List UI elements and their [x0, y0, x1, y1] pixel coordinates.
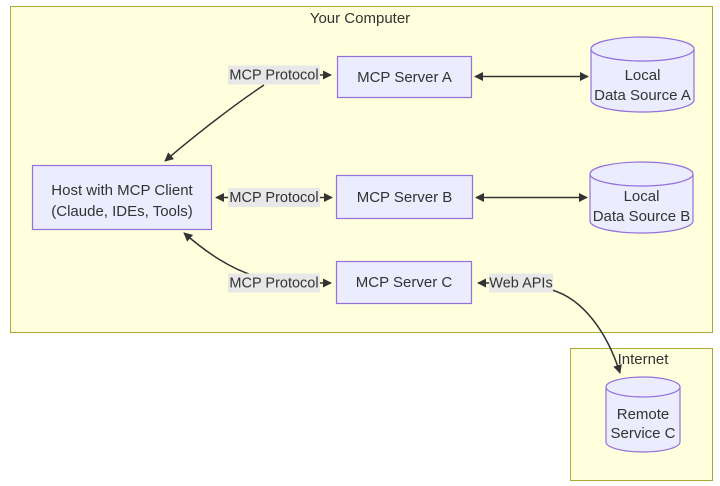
- edge-label-text: Web APIs: [489, 276, 552, 292]
- cylinder-body: [589, 174, 694, 234]
- edge-label-bg: [228, 188, 320, 207]
- edge-label-mcp-protocol-c: MCP Protocol: [228, 273, 320, 293]
- edge-label-text: MCP Protocol: [229, 68, 318, 84]
- cylinder-top: [590, 36, 695, 62]
- node-label-line1: Remote: [617, 406, 670, 423]
- cluster-internet-label: Internet: [618, 351, 670, 368]
- node-label-line1: Local: [625, 67, 661, 84]
- cylinder-top: [589, 161, 694, 187]
- cylinder-top: [605, 376, 681, 398]
- node-label-line1: Local: [624, 188, 660, 205]
- edge-label-text: MCP Protocol: [229, 276, 318, 292]
- cylinder-local-data-source-b: Local Data Source B: [589, 161, 694, 234]
- node-mcp-server-c: MCP Server C: [335, 260, 473, 305]
- edge-protocol-a-to-host: [164, 84, 265, 162]
- node-host-with-mcp-client: Host with MCP Client (Claude, IDEs, Tool…: [31, 164, 213, 231]
- node-box: [335, 174, 474, 220]
- node-box: [335, 260, 473, 305]
- node-box: [31, 164, 213, 231]
- edge-label-mcp-protocol-b: MCP Protocol: [228, 188, 320, 207]
- edge-label-bg: [228, 273, 320, 293]
- node-label: MCP Server B: [357, 189, 453, 206]
- cluster-your-computer-label: Your Computer: [310, 10, 410, 27]
- cylinder-body: [590, 49, 695, 113]
- node-label-line2: Data Source A: [594, 87, 691, 104]
- node-label: MCP Server A: [357, 69, 452, 86]
- node-mcp-server-a: MCP Server A: [336, 55, 473, 99]
- node-label-line1: Host with MCP Client: [51, 182, 193, 199]
- edge-label-bg: [228, 65, 320, 85]
- node-mcp-server-b: MCP Server B: [335, 174, 474, 220]
- edge-web-apis-to-remote-service: [551, 289, 622, 374]
- node-label-line2: Data Source B: [593, 208, 691, 225]
- node-box: [336, 55, 473, 99]
- node-label-line2: (Claude, IDEs, Tools): [51, 203, 192, 220]
- edge-label-mcp-protocol-a: MCP Protocol: [228, 65, 320, 85]
- cylinder-body: [605, 387, 681, 453]
- node-label: MCP Server C: [356, 274, 453, 291]
- cylinder-local-data-source-a: Local Data Source A: [590, 36, 695, 113]
- node-label-line2: Service C: [610, 425, 675, 442]
- edge-label-text: MCP Protocol: [229, 190, 318, 206]
- edge-label-web-apis: Web APIs: [489, 273, 553, 293]
- edge-label-bg: [489, 273, 553, 293]
- cylinder-remote-service-c: Remote Service C: [605, 376, 681, 453]
